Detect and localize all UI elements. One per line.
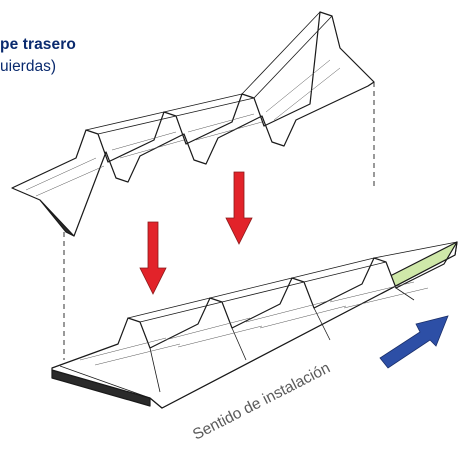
down-arrow-icon xyxy=(139,221,167,295)
lower-panel-surface xyxy=(51,241,458,409)
upper-panel xyxy=(11,11,375,237)
lower-rib-lines xyxy=(59,241,458,399)
alignment-guides xyxy=(63,82,375,360)
figure-subtitle: uierdas) xyxy=(0,58,56,75)
upper-rib-lines xyxy=(85,11,333,135)
lower-flat-hatching xyxy=(79,281,429,366)
upper-flat-hatching xyxy=(25,59,341,197)
figure-title: pe trasero xyxy=(0,36,76,53)
upper-panel-surface xyxy=(11,11,375,237)
lower-panel xyxy=(51,241,458,409)
direction-arrow-icon xyxy=(379,315,449,369)
down-arrow-icon xyxy=(225,171,253,245)
drop-arrows xyxy=(139,171,253,295)
